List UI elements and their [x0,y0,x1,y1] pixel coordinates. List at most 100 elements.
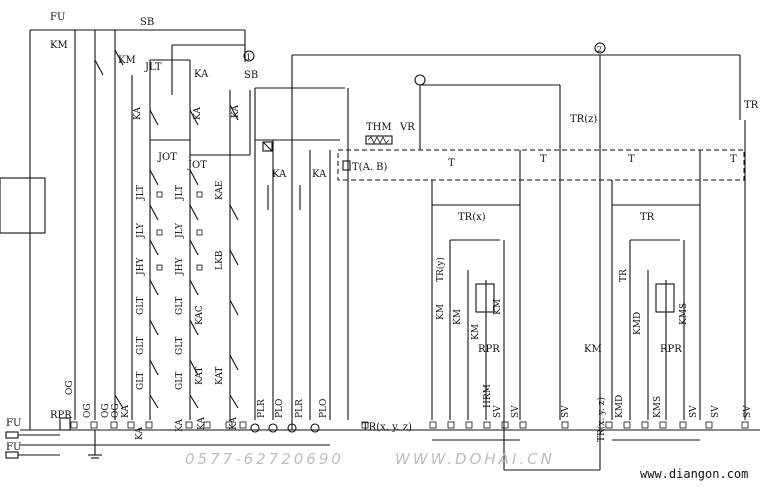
tab-label: T(A. B) [352,162,387,173]
ka-left1-label: KA [133,107,143,120]
fu-left2-label: FU [6,442,21,453]
dashed-enclosure [337,149,745,181]
external-box [0,177,46,234]
glt-f-label: GLT [175,372,185,390]
relay-block-icon [475,283,495,313]
coil-icon [262,141,273,152]
watermark-domain: WWW.DOHAI.CN [395,450,555,468]
ka12-label: KA [312,169,327,180]
og3-label: OG [111,403,121,418]
og1-label: OG [83,403,93,418]
trx2-label: TR [640,212,655,223]
jhy2-label: JHY [175,257,185,276]
ka-b3-label: KA [175,419,185,432]
jhy1-label: JHY [136,257,146,276]
kmd2-label: KMD [633,312,643,335]
lamp-icon [268,423,278,433]
t4-label: T [730,154,737,165]
relay-block-icon [655,283,675,313]
kms1-label: KMS [679,303,689,325]
fu1-label: FU [50,12,65,23]
km2-label: KM [584,344,602,355]
sv6-label: SV [493,405,503,418]
kat1-label: KAT [195,367,205,385]
circle-marker-icon [243,50,255,62]
circle-marker-icon [414,74,426,86]
sv3-label: SV [689,405,699,418]
ka-left2-label: KA [193,107,203,120]
glt-b-label: GLT [175,297,185,315]
kac-label: KAC [195,305,205,325]
plr1-label: PLR [257,399,267,418]
ka-left3-label: KA [231,105,241,118]
t1-label: T [448,158,455,169]
plo1-label: PLO [275,399,285,418]
sv4-label: SV [711,405,721,418]
coil-icon [262,141,273,152]
try2-label: TR [619,269,629,282]
kms2-label: KMS [653,396,663,418]
sv5-label: SV [743,405,753,418]
relay-coil-icon [59,417,71,431]
km-top-label: KM [50,40,68,51]
ka-top-label: KA [194,69,209,80]
sv1-label: SV [511,405,521,418]
jly2-label: JLY [175,222,185,239]
km-b-label: KM [453,309,463,325]
rpr2-label: RPR [660,344,682,355]
trx1-label: TR(x) [458,212,486,223]
lamp-row [250,423,320,433]
lamp-icon [250,423,260,433]
vr-label: VR [399,122,415,133]
jlt2-label: JLT [175,185,185,201]
try1-label: TR(y) [435,257,446,282]
glt-c-label: GLT [136,337,146,355]
contact-marks [94,49,239,409]
ka-b1-label: KA [121,405,131,418]
t3-label: T [628,154,635,165]
glt-d-label: GLT [175,337,185,355]
km-c-label: KM [471,324,481,340]
thm-label: THM [366,122,392,133]
trz1-label: TR(z) [570,114,597,125]
ka11-label: KA [272,169,287,180]
sb-top-label: SB [140,17,154,28]
ka-b4-label: KA [197,417,207,430]
km-d-label: KM [493,299,503,315]
trxyz2-label: TR(x. y. z) [596,397,607,442]
rpr-left-label: RPR [50,410,72,421]
fu-left1-label: FU [6,418,21,429]
kmd1-label: KMD [615,395,625,418]
watermark-phone: 0577-62720690 [185,450,344,468]
jlt-label: JLT [144,62,162,73]
trz2-label: TR [744,100,759,111]
trxyz1-label: TR(x. y. z) [362,422,412,433]
sv2-label: SV [561,405,571,418]
rpr1-label: RPR [478,344,500,355]
jot1-label: JOT [157,152,177,163]
lkb-label: LKB [215,250,225,270]
km-a-label: KM [436,304,446,320]
jlt1-label: JLT [136,185,146,201]
coil-icon [342,160,351,171]
terminal-row [70,421,749,429]
thermistor-icon [365,135,393,145]
kat2-label: KAT [215,367,225,385]
lamp-icon [310,423,320,433]
num2-label: 2 [597,45,602,54]
glt-e-label: GLT [136,372,146,390]
kae-label: KAE [215,181,225,200]
site-label: www.diangon.com [640,467,748,481]
plr2-label: PLR [295,399,305,418]
thermistor-icon [367,136,390,144]
sb2-label: SB [244,70,258,81]
lamp-icon [287,423,297,433]
t2-label: T [540,154,547,165]
jly1-label: JLY [136,222,146,239]
og2-label: OG [101,403,111,418]
plo2-label: PLO [319,399,329,418]
num1-label: 1 [246,53,251,62]
og4-label: OG [65,380,75,395]
